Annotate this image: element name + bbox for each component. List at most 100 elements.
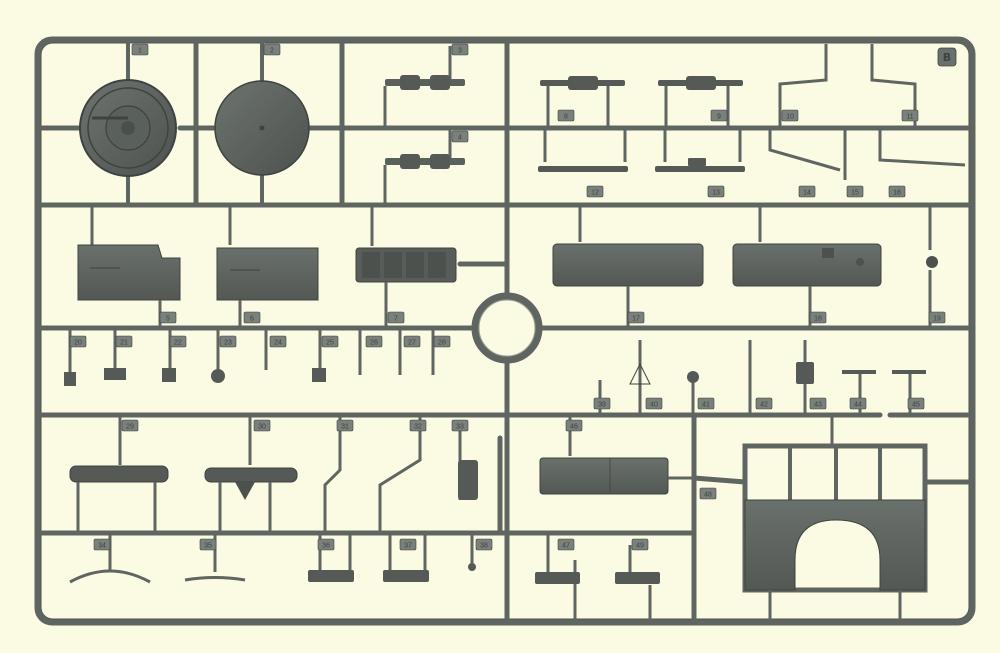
part-number-label: 4 [458, 135, 462, 142]
part-number-tag-11: 11 [901, 109, 919, 122]
cylinder-part-33 [458, 460, 478, 500]
part-number-tag-36: 36 [317, 538, 335, 551]
part-number-tag-15: 15 [846, 185, 864, 198]
fuel-tank-part-48 [539, 415, 694, 495]
axle-parts-8-9 [540, 76, 743, 90]
part-number-tag-48: 48 [699, 487, 717, 500]
part-number-label: 31 [341, 424, 349, 431]
part-number-label: 21 [120, 340, 128, 347]
bottom-row-parts-34-38 [69, 533, 474, 584]
body-panel-part-17 [552, 205, 704, 328]
part-number-tag-45: 45 [907, 397, 925, 410]
part-number-tag-46: 46 [565, 419, 583, 432]
leaf-spring-part-30 [204, 415, 298, 533]
part-number-label: 40 [650, 402, 658, 409]
part-number-label: 33 [456, 424, 464, 431]
part-number-tag-2: 2 [263, 43, 281, 56]
part-number-label: 23 [224, 340, 232, 347]
part-number-label: 8 [564, 114, 568, 121]
part-number-label: 30 [258, 424, 266, 431]
part-number-tag-28: 28 [433, 335, 451, 348]
bracket-parts-12-13 [538, 158, 745, 172]
fender-part-5 [77, 205, 181, 328]
part-number-tag-35: 35 [199, 538, 217, 551]
part-number-label: 25 [326, 340, 334, 347]
part-number-label: 29 [126, 424, 134, 431]
wheel-part-2 [214, 42, 310, 205]
part-number-label: 45 [912, 402, 920, 409]
part-number-tag-12: 12 [586, 185, 604, 198]
small-parts-row-20-28 [64, 328, 435, 386]
sprue-letter-tab: B [937, 47, 957, 67]
part-number-label: 49 [636, 543, 644, 550]
bottom-row-parts-46-47 [546, 533, 652, 620]
part-number-label: 1 [138, 48, 142, 55]
part-number-tag-1: 1 [131, 43, 149, 56]
part-number-tag-49: 49 [631, 538, 649, 551]
part-number-tag-41: 41 [697, 397, 715, 410]
part-number-tag-18: 18 [809, 311, 827, 324]
part-number-tag-16: 16 [888, 185, 906, 198]
part-number-label: 12 [591, 190, 599, 197]
part-number-label: 6 [250, 316, 254, 323]
part-number-label: 38 [480, 543, 488, 550]
part-number-tag-21: 21 [115, 335, 133, 348]
part-number-label: 5 [166, 316, 170, 323]
part-number-label: 39 [598, 402, 606, 409]
part-number-tag-4: 4 [451, 130, 469, 143]
part-number-tag-40: 40 [645, 397, 663, 410]
part-number-tag-22: 22 [169, 335, 187, 348]
part-number-label: 3 [458, 48, 462, 55]
part-number-tag-43: 43 [809, 397, 827, 410]
part-number-tag-42: 42 [755, 397, 773, 410]
part-number-label: 9 [717, 114, 721, 121]
axle-part-4 [383, 130, 465, 205]
part-number-tag-17: 17 [627, 311, 645, 324]
part-number-label: 37 [404, 543, 412, 550]
part-number-tag-13: 13 [707, 185, 725, 198]
sprue-frame [34, 36, 976, 626]
fender-part-6 [216, 205, 319, 328]
cab-frame-part-49 [742, 415, 928, 620]
part-number-label: 19 [933, 316, 941, 323]
part-number-label: 46 [570, 424, 578, 431]
part-number-label: 2 [270, 48, 274, 55]
part-number-tag-19: 19 [928, 311, 946, 324]
part-number-label: 32 [414, 424, 422, 431]
part-number-label: 7 [394, 316, 398, 323]
wheel-part-1 [60, 42, 177, 205]
part-number-tag-23: 23 [219, 335, 237, 348]
part-number-tag-30: 30 [253, 419, 271, 432]
part-number-label: 34 [98, 543, 106, 550]
part-number-label: 16 [893, 190, 901, 197]
part-number-tag-47: 47 [557, 538, 575, 551]
part-number-tag-44: 44 [849, 397, 867, 410]
engine-block-part-7 [355, 205, 457, 328]
sprue-runners [37, 39, 971, 623]
part-number-label: 10 [786, 114, 794, 121]
part-number-label: 48 [704, 492, 712, 499]
part-number-tag-34: 34 [93, 538, 111, 551]
part-number-label: 44 [854, 402, 862, 409]
leaf-spring-part-29 [69, 415, 169, 533]
part-number-label: 18 [814, 316, 822, 323]
part-number-tag-27: 27 [403, 335, 421, 348]
part-number-label: 15 [851, 190, 859, 197]
part-number-tag-24: 24 [269, 335, 287, 348]
part-number-label: 11 [906, 114, 913, 121]
part-number-label: 26 [370, 340, 378, 347]
part-number-tag-20: 20 [69, 335, 87, 348]
part-number-tag-14: 14 [798, 185, 816, 198]
sprue-letter: B [943, 51, 951, 64]
part-number-tag-25: 25 [321, 335, 339, 348]
part-number-tag-37: 37 [399, 538, 417, 551]
part-number-tag-10: 10 [781, 109, 799, 122]
ejector-ring [471, 292, 543, 364]
part-number-label: 36 [322, 543, 330, 550]
part-number-label: 27 [408, 340, 416, 347]
part-number-tag-6: 6 [243, 311, 261, 324]
part-number-tag-7: 7 [387, 311, 405, 324]
part-number-label: 35 [204, 543, 212, 550]
